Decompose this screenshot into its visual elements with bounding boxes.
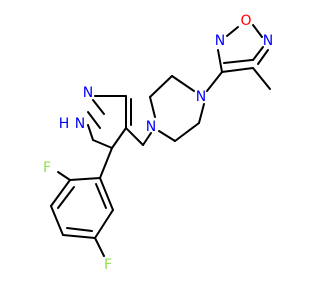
bond [57,171,71,181]
bond [66,227,93,232]
bond [94,237,105,257]
bond [198,103,205,124]
bond [221,67,254,73]
bond-lines [50,24,271,257]
bond [158,130,176,142]
piperazine-nitrogen-label: N [146,119,156,135]
bond [99,177,114,211]
bond [257,49,269,65]
bond [142,132,152,146]
oxadiazole-nitrogen-label: N [263,33,273,49]
bond [94,209,114,239]
bond [217,49,223,73]
bond [149,96,156,118]
bond [223,59,253,64]
bond [87,111,101,129]
atom-labels: N N H N N N O N F F [43,13,273,273]
bond [174,122,200,142]
oxadiazole-oxygen-label: O [240,13,251,29]
bond [149,75,173,98]
bond [206,71,223,92]
bond [62,234,96,239]
bond [111,127,127,149]
bond [252,46,264,61]
bond [92,139,113,149]
bond [226,26,239,37]
bond [50,179,71,207]
bond [69,177,101,181]
nitrogen-atom-label: N [75,116,85,132]
fluorine-atom-label: F [43,160,51,176]
bond [92,99,105,115]
piperazine-nitrogen-label: N [196,89,206,105]
bond [57,186,75,209]
molecule-structure: N N H N N N O N F F [43,13,273,273]
bond [99,147,113,179]
bond [252,24,263,38]
bond [171,75,195,92]
nitrogen-atom-label: N [83,85,93,101]
bond [50,205,64,236]
oxadiazole-nitrogen-label: N [215,33,225,49]
hydrogen-atom-label: H [59,116,70,132]
bond [252,67,271,90]
fluorine-atom-label: F [104,257,112,273]
bond [95,183,107,209]
bond [125,127,144,146]
bond [87,124,94,141]
